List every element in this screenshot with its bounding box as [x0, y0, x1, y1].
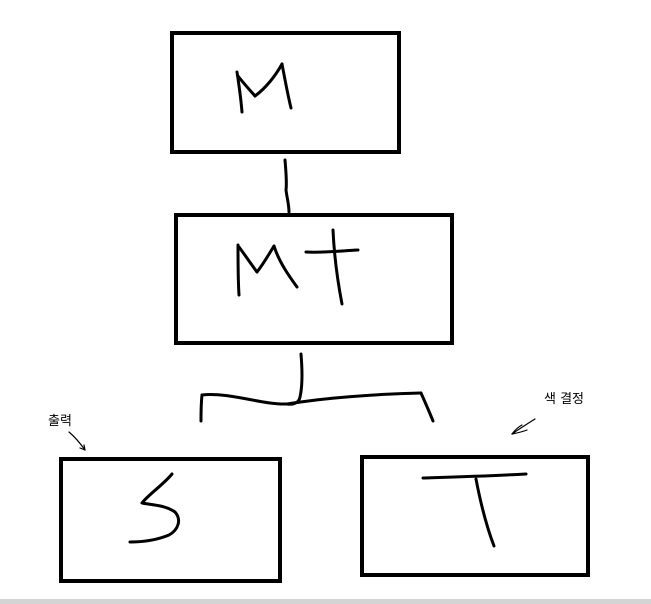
node-m: [170, 31, 401, 154]
color-decision-arrow-icon: [511, 418, 536, 435]
output-arrow-icon: [68, 431, 86, 451]
node-t: [360, 455, 590, 577]
color-decision-annotation: 색 결정: [511, 392, 584, 435]
node-t-box: [360, 455, 590, 577]
node-s-glyph: [128, 472, 181, 544]
node-s-box: [59, 457, 282, 583]
color-decision-label: 색 결정: [544, 392, 584, 407]
connector-m-to-mt: [283, 158, 291, 214]
node-mt: [174, 213, 454, 345]
node-m-box: [170, 31, 401, 154]
bottom-scrollbar: [0, 599, 651, 604]
node-t-glyph: [421, 472, 528, 548]
connector-mt-to-children: [199, 352, 435, 423]
output-label: 출력: [48, 414, 72, 429]
node-mt-glyph: [236, 228, 360, 306]
node-mt-box: [174, 213, 454, 345]
node-s: [59, 457, 282, 583]
output-annotation: 출력: [48, 414, 86, 451]
node-m-glyph: [235, 62, 293, 114]
